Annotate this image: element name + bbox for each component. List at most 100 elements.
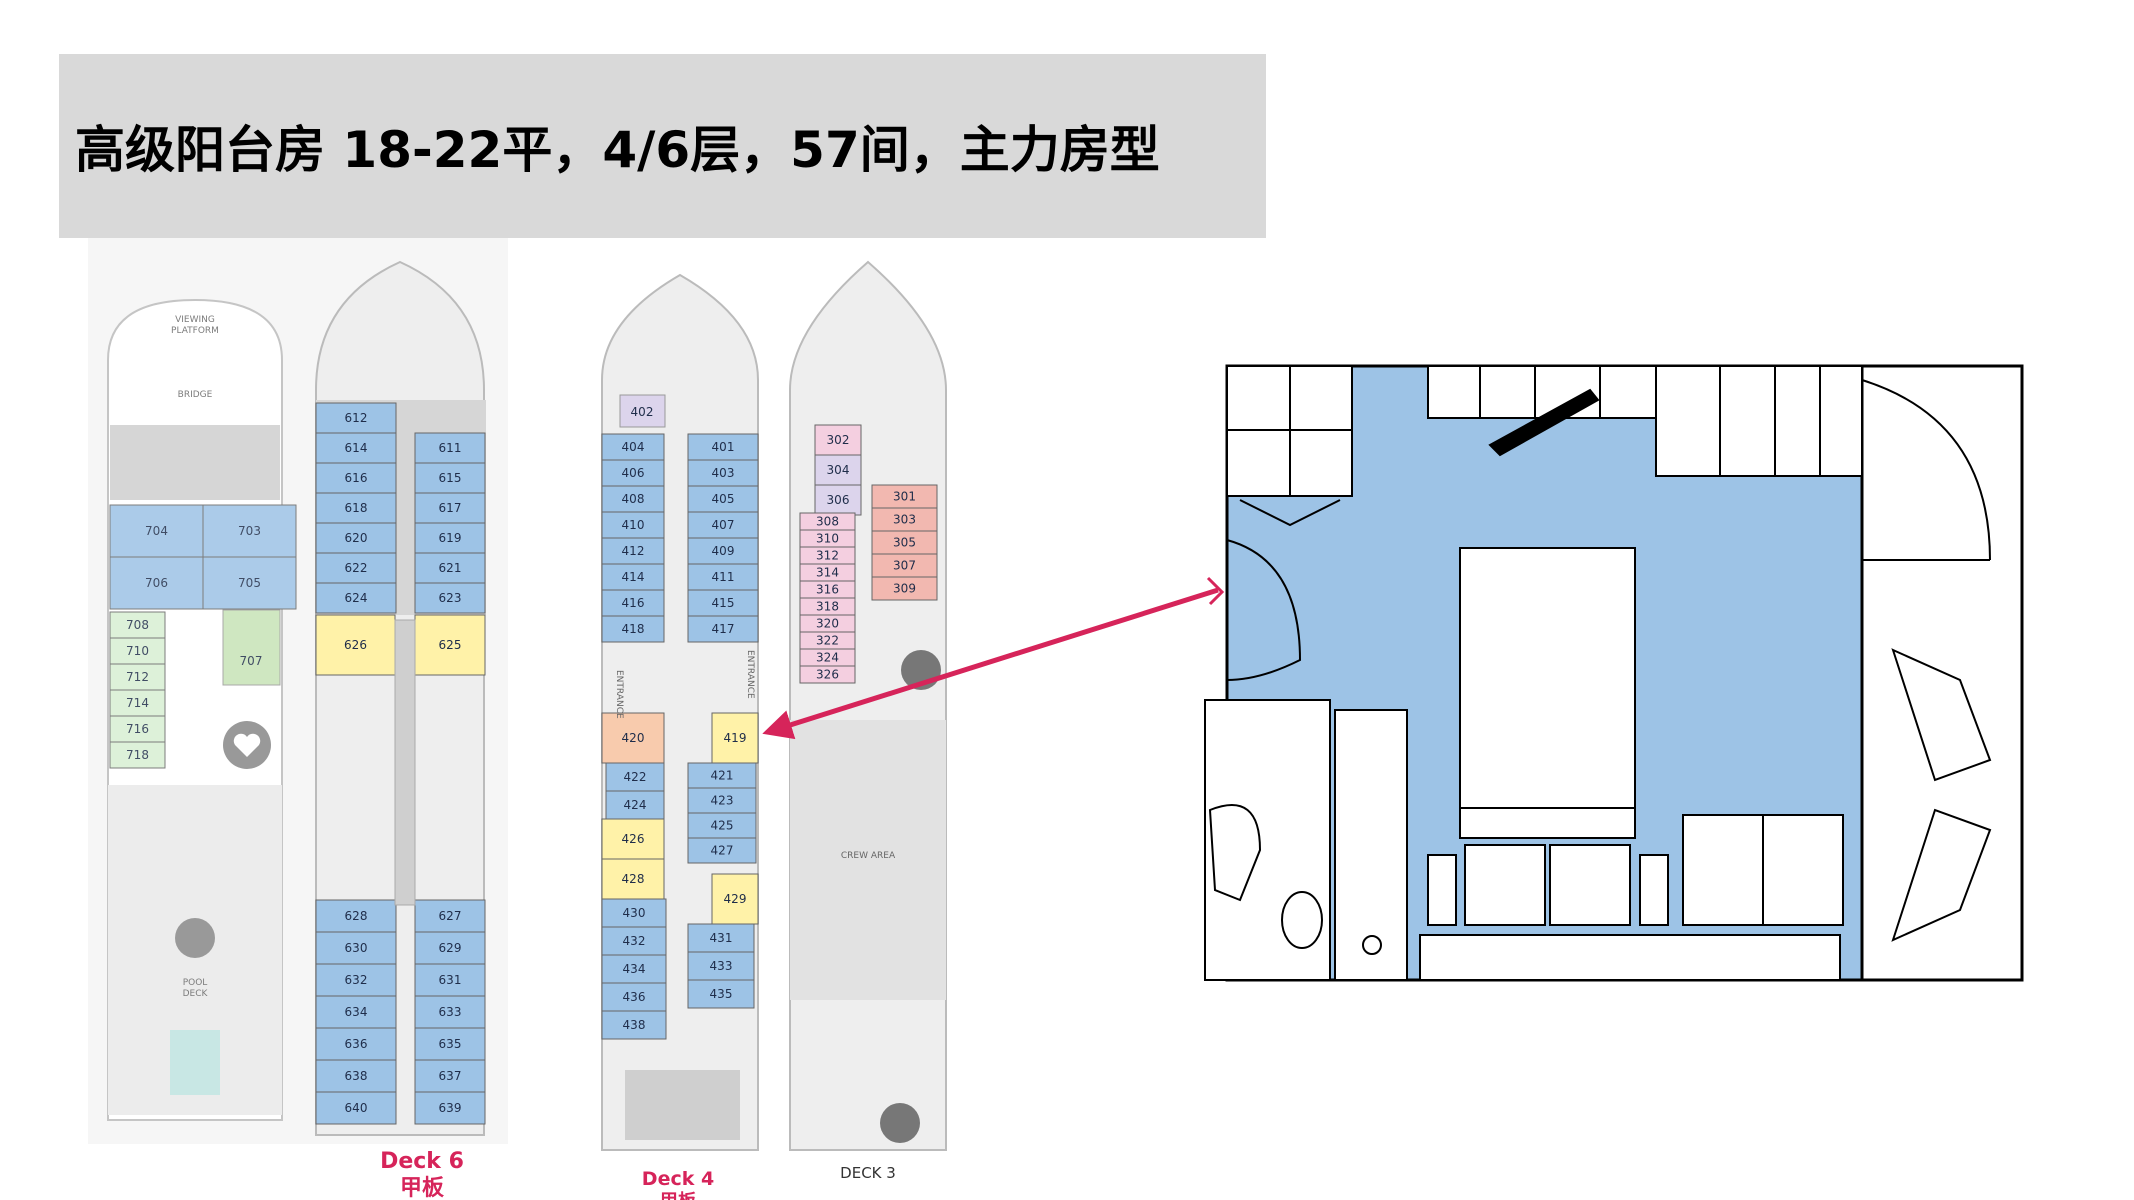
deck-6-room-624: 624: [345, 591, 368, 605]
deck-7-room-705-box: [202, 556, 297, 610]
arrow-tail-tick: [1206, 576, 1225, 606]
desk-cabinet: [1655, 365, 1863, 477]
deck-4-room-407-box: [687, 511, 759, 539]
deck-6-room-628-box: [315, 899, 397, 933]
deck-4-room-409-box: [687, 537, 759, 565]
deck-4-room-426-box: [601, 818, 665, 860]
deck-6-room-626: 626: [344, 638, 367, 652]
balcony-chair-bottom: [1891, 808, 1992, 942]
page-title: 高级阳台房 18-22平，4/6层，57间，主力房型: [75, 121, 1160, 179]
deck-3-room-314: 314: [816, 566, 839, 580]
wall-strip: [1419, 934, 1841, 981]
deck-6-room-627: 627: [439, 909, 462, 923]
deck-3-room-303: 303: [893, 513, 916, 527]
wardrobe-door-triangle: [1239, 499, 1341, 527]
pool-rect: [170, 1030, 220, 1095]
deck-6-room-615: 615: [439, 471, 462, 485]
deck-6-corridor: [394, 619, 416, 906]
deck-6-room-620: 620: [345, 531, 368, 545]
deck-4-room-414-box: [601, 563, 665, 591]
deck-4-room-418-box: [601, 615, 665, 643]
deck-4-room-415: 415: [712, 596, 735, 610]
deck-4-room-431-box: [687, 923, 755, 953]
deck-3-label: DECK 3: [840, 1164, 896, 1182]
deck-6-room-628: 628: [345, 909, 368, 923]
deck-7-cabin-707: [222, 609, 281, 686]
deck-6-room-639-box: [414, 1091, 486, 1125]
deck-6-plan: 6126146166186206226246116156176196216236…: [315, 260, 486, 1200]
deck-3-room-316: 316: [816, 583, 839, 597]
bridge-label: BRIDGE: [178, 390, 213, 400]
deck-3-room-318: 318: [816, 600, 839, 614]
deck-4-room-435-box: [687, 979, 755, 1009]
deck-4-room-428-box: [601, 858, 665, 900]
bed: [1459, 547, 1636, 809]
deck-6-room-621: 621: [439, 561, 462, 575]
deck-3-room-304-box: [814, 454, 862, 486]
deck-4-room-410-box: [601, 511, 665, 539]
deck-4-room-416: 416: [622, 596, 645, 610]
deck-4-room-436: 436: [623, 990, 646, 1004]
deck-3-room-310: 310: [816, 532, 839, 546]
deck-4-room-424-box: [605, 790, 665, 820]
deck-4-room-436-box: [601, 982, 667, 1012]
deck-6-room-618-box: [315, 492, 397, 524]
deck-4-room-412: 412: [622, 544, 645, 558]
deck-6-room-629-box: [414, 931, 486, 965]
deck-4-room-432: 432: [623, 934, 646, 948]
deck-4-room-403: 403: [712, 466, 735, 480]
deck-6-room-619: 619: [439, 531, 462, 545]
deck-4-room-429-box: [711, 873, 759, 925]
top-cabinet: [1427, 365, 1657, 419]
deck-6-room-623-box: [414, 582, 486, 614]
deck-6-room-634: 634: [345, 1005, 368, 1019]
deck-3-room-326: 326: [816, 668, 839, 682]
deck-6-room-617-box: [414, 492, 486, 524]
deck-7-room-704: 704: [145, 524, 168, 538]
toilet-icon: [1281, 891, 1323, 949]
deck-7-room-710-box: [109, 637, 166, 665]
deck-3-room-304: 304: [827, 463, 850, 477]
deck-6-room-625: 625: [439, 638, 462, 652]
deck-4-room-410: 410: [622, 518, 645, 532]
deck-6-room-633-box: [414, 995, 486, 1029]
deck-4-room-409: 409: [712, 544, 735, 558]
deck-4-plan: 402 404406408410412414416418401403405407…: [601, 273, 759, 1200]
deck-6-room-623: 623: [439, 591, 462, 605]
balcony-chair-top: [1891, 648, 1992, 782]
deck-6-room-631: 631: [439, 973, 462, 987]
cabin-floor-plan: [1204, 364, 2024, 982]
deck-6-room-638: 638: [345, 1069, 368, 1083]
deck-3-room-324: 324: [816, 651, 839, 665]
deck-4-entrance-label-left: ENTRANCE: [614, 670, 624, 719]
deck-4-room-405-box: [687, 485, 759, 513]
deck-3-room-305: 305: [893, 536, 916, 550]
deck-4-room-404-box: [601, 433, 665, 461]
shower: [1208, 804, 1262, 902]
deck-4-entrance-label-right: ENTRANCE: [745, 650, 755, 699]
deck-6-room-630-box: [315, 931, 397, 965]
deck-6-room-636: 636: [345, 1037, 368, 1051]
deck-4-room-422-box: [605, 762, 665, 792]
deck-7-bridge-block: [110, 425, 280, 500]
deck-3-room-322: 322: [816, 634, 839, 648]
deck-4-room-438-box: [601, 1010, 667, 1040]
deck-6-room-639: 639: [439, 1101, 462, 1115]
deck-6-room-640-box: [315, 1091, 397, 1125]
deck-4-label-cn: 甲板: [660, 1190, 697, 1200]
deck-6-room-612: 612: [345, 411, 368, 425]
deck-4-room-427-box: [687, 837, 757, 864]
pillow-right: [1549, 844, 1631, 926]
deck-6-room-617: 617: [439, 501, 462, 515]
bed-headboard: [1459, 807, 1636, 839]
no-entry-icon: [880, 1103, 920, 1143]
deck-3-room-308: 308: [816, 515, 839, 529]
deck-6-label: Deck 6: [380, 1149, 464, 1174]
deck-3-room-309-box: [871, 576, 938, 601]
deck-7-room-714: 714: [126, 696, 149, 710]
deck-7-room-712: 712: [126, 670, 149, 684]
deck-6-room-640: 640: [345, 1101, 368, 1115]
